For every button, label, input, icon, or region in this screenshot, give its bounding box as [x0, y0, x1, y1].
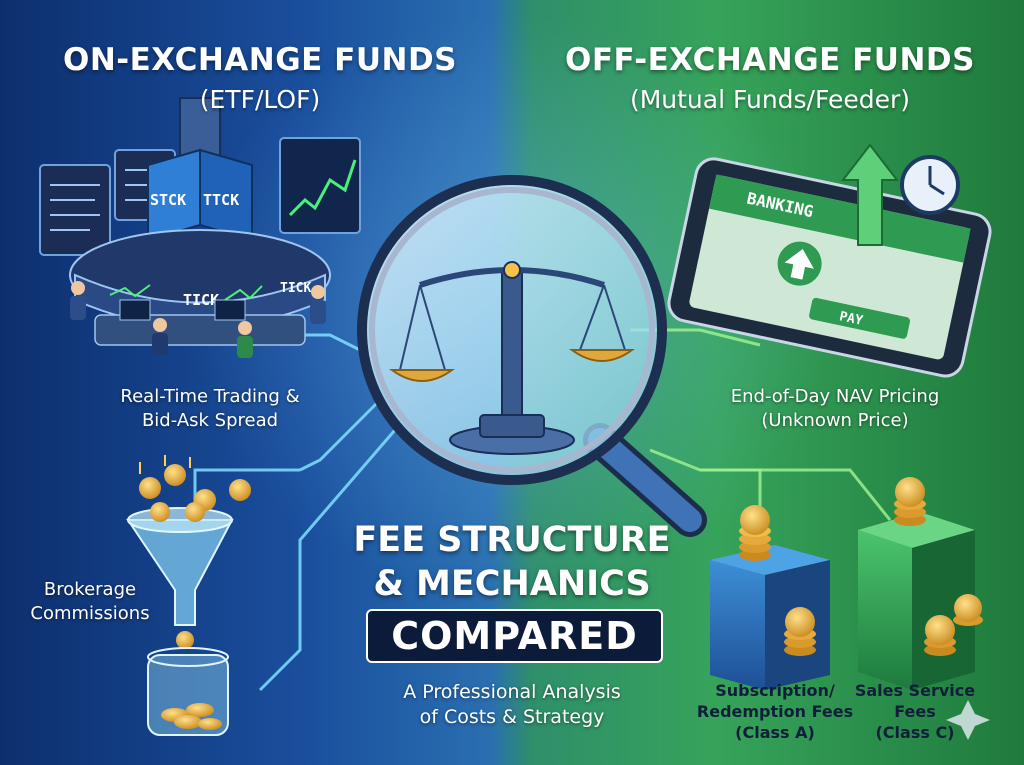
real-time-trading-line2: Bid-Ask Spread: [141, 410, 279, 431]
connector-lines: [193, 328, 892, 692]
analysis-subtitle: A Professional Analysis of Costs & Strat…: [330, 680, 694, 730]
left-title: ON-EXCHANGE FUNDS: [62, 42, 458, 78]
nav-pricing-line2: (Unknown Price): [761, 410, 909, 431]
class-c-line3: (Class C): [875, 723, 955, 742]
svg-text:PAY: PAY: [838, 309, 864, 329]
brokerage-line1: Brokerage: [43, 579, 137, 600]
sparkle-icon: [946, 700, 990, 740]
nav-pricing-line1: End-of-Day NAV Pricing: [730, 386, 940, 407]
real-time-trading-label: Real-Time Trading & Bid-Ask Spread: [90, 385, 330, 433]
center-title: FEE STRUCTURE & MECHANICS: [330, 518, 694, 606]
left-subtitle: (ETF/LOF): [199, 85, 321, 114]
brokerage-commissions-label: Brokerage Commissions: [20, 578, 160, 626]
real-time-trading-line1: Real-Time Trading &: [120, 386, 300, 407]
coin-stacks: [739, 477, 983, 656]
fee-blocks-illustration: [710, 477, 983, 690]
tablet-illustration: BANKING PAY: [667, 143, 992, 378]
analysis-line1: A Professional Analysis: [403, 681, 621, 703]
class-a-line1: Subscription/: [715, 681, 835, 700]
class-c-line1: Sales Service: [854, 681, 976, 700]
right-title: OFF-EXCHANGE FUNDS: [565, 42, 975, 78]
analysis-line2: of Costs & Strategy: [419, 706, 605, 728]
class-a-line3: (Class A): [735, 723, 815, 742]
class-a-line2: Redemption Fees: [696, 702, 854, 721]
svg-text:TTCK: TTCK: [203, 191, 239, 209]
center-title-line2: & MECHANICS: [373, 564, 651, 604]
center-title-line1: FEE STRUCTURE: [353, 520, 671, 560]
brokerage-line2: Commissions: [30, 603, 150, 624]
right-subtitle: (Mutual Funds/Feeder): [629, 85, 911, 114]
magnifier-scale-illustration: [357, 175, 707, 537]
compared-badge: COMPARED: [366, 609, 663, 663]
class-c-line2: Fees: [894, 702, 936, 721]
class-c-fee-label: Sales Service Fees (Class C): [845, 680, 985, 743]
nav-pricing-label: End-of-Day NAV Pricing (Unknown Price): [705, 385, 965, 433]
trading-floor-illustration: STCK TTCK TICK TICK: [39, 97, 361, 358]
svg-text:STCK: STCK: [150, 191, 186, 209]
funnel-illustration: [126, 455, 251, 736]
class-a-fee-label: Subscription/ Redemption Fees (Class A): [690, 680, 860, 743]
svg-text:TICK: TICK: [280, 281, 311, 296]
svg-text:TICK: TICK: [183, 291, 219, 309]
